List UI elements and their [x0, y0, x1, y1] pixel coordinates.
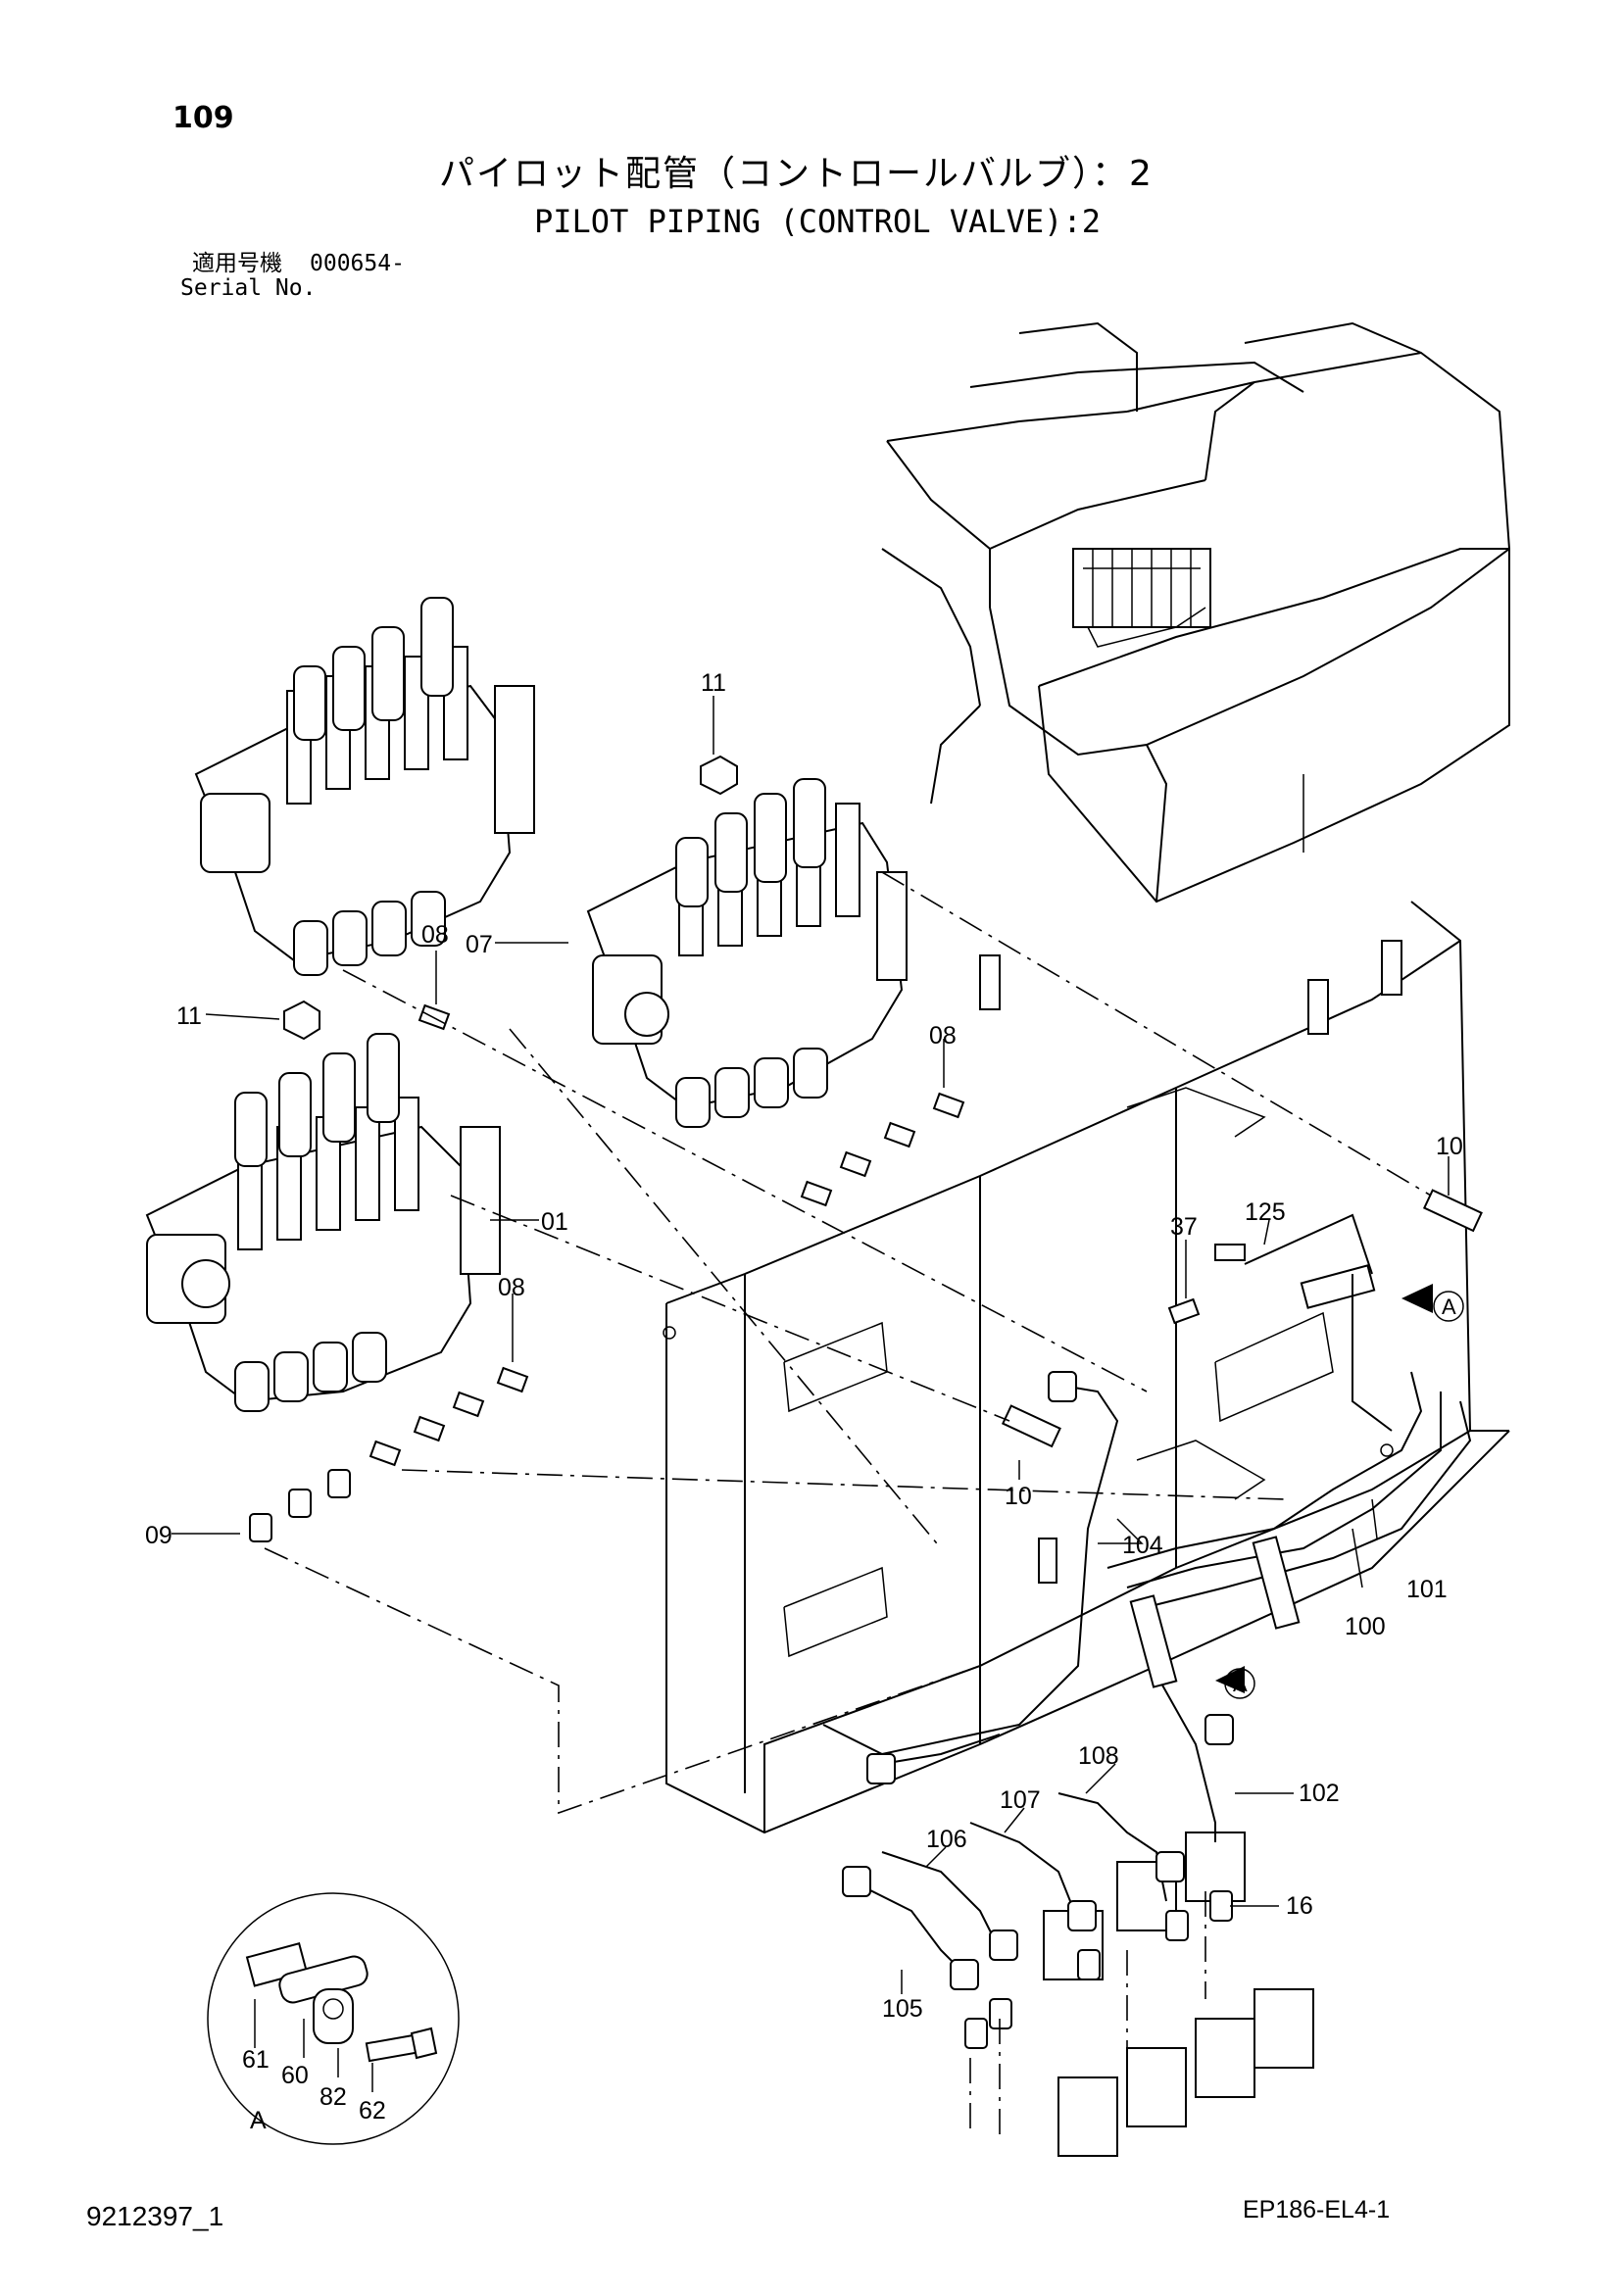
serial-label-english: Serial No. [180, 275, 317, 301]
pilot-pipes [822, 1213, 1472, 2049]
callout-106: 106 [926, 1826, 967, 1853]
machine-body-structure [881, 321, 1511, 904]
callout-11-left: 11 [176, 1002, 202, 1030]
callout-08-top: 08 [421, 921, 449, 949]
callout-101: 101 [1406, 1576, 1448, 1603]
control-valve-07 [586, 778, 908, 1128]
callout-10-mid: 10 [1005, 1483, 1032, 1510]
drawing-number: 9212397_1 [86, 2201, 224, 2231]
callout-16: 16 [1286, 1892, 1313, 1920]
callout-107: 107 [1000, 1786, 1041, 1814]
callout-37: 37 [1170, 1213, 1198, 1241]
sheet-code: EP186-EL4-1 [1243, 2196, 1391, 2223]
page-number: 109 [172, 101, 234, 135]
callout-07: 07 [466, 931, 493, 958]
callout-102: 102 [1299, 1780, 1340, 1807]
view-a-arrow-right [1401, 1284, 1464, 1322]
control-valve-upper-left [194, 597, 535, 976]
callout-view-a-mid: A [1233, 1672, 1248, 1696]
callout-view-a-right: A [1442, 1295, 1456, 1319]
detail-view-label: A [250, 2107, 267, 2134]
detail-callout-62: 62 [359, 2097, 386, 2125]
title-english: PILOT PIPING (CONTROL VALVE):2 [534, 203, 1101, 240]
callout-125: 125 [1245, 1198, 1286, 1226]
view-a-arrow-mid [1215, 1666, 1255, 1699]
title-japanese: パイロット配管（コントロールバルブ）：2 [439, 154, 1154, 194]
callout-10-right: 10 [1436, 1133, 1463, 1160]
callout-100: 100 [1345, 1613, 1386, 1640]
serial-label-japanese: 適用号機 [192, 251, 282, 276]
callout-08-mid: 08 [929, 1022, 957, 1050]
detail-callout-60: 60 [281, 2062, 309, 2089]
callout-11-top: 11 [701, 669, 726, 697]
reference-lines [264, 871, 1432, 2136]
detail-callout-82: 82 [319, 2083, 347, 2111]
callout-09: 09 [145, 1522, 172, 1549]
serial-number-value: 000654- [310, 251, 405, 276]
callout-105: 105 [882, 1995, 923, 2023]
part-callouts: 11 07 08 11 08 01 08 09 10 125 37 A 10 1… [145, 669, 1463, 2134]
callout-01: 01 [541, 1208, 568, 1236]
leader-lines [172, 696, 1450, 1994]
detail-view-a [207, 1892, 460, 2145]
control-valve-01 [145, 1033, 501, 1412]
callout-108: 108 [1078, 1742, 1119, 1770]
detail-callout-61: 61 [242, 2046, 270, 2074]
callout-104: 104 [1122, 1532, 1163, 1559]
callout-08-low: 08 [498, 1274, 525, 1301]
main-frame [663, 901, 1510, 1834]
